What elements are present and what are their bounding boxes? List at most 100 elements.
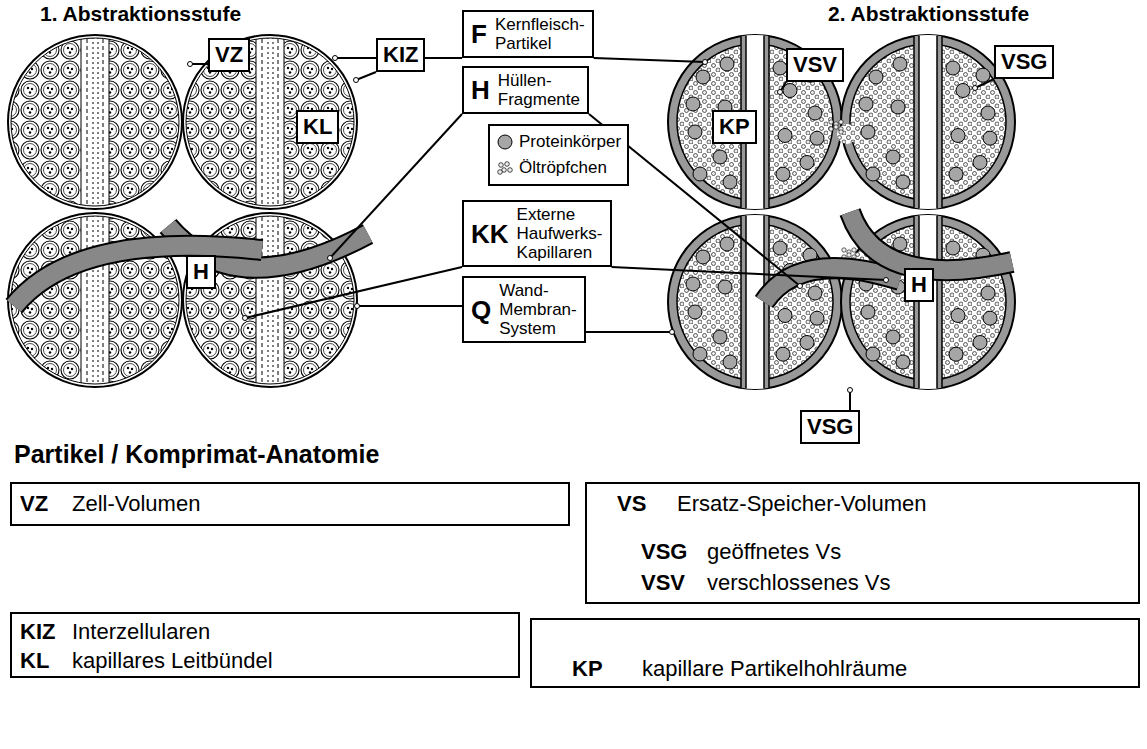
bundle-line — [81, 32, 82, 212]
symbol-box: KIZ — [376, 38, 425, 72]
symbol-box: VSG — [994, 45, 1054, 79]
stage-heading: 2. Abstraktionsstufe — [828, 2, 1029, 26]
legend-row: Öltröpfchen — [496, 155, 621, 181]
callout-letter: Q — [471, 295, 491, 325]
opened-wall — [837, 124, 857, 144]
symbol-definition: kapillares Leitbündel — [72, 648, 273, 674]
protein-body — [718, 280, 732, 294]
symbol-code: VSV — [641, 570, 685, 596]
protein-body — [896, 175, 910, 189]
callout-box: KK Externe Haufwerks- Kapillaren — [462, 200, 612, 267]
protein-body — [808, 106, 822, 120]
symbol-definition: Interzellularen — [72, 619, 210, 645]
protein-body — [778, 309, 792, 323]
callout-box: QWand- Membran- System — [462, 276, 586, 343]
symbol-box: H — [904, 268, 934, 302]
leader-dot — [243, 316, 248, 321]
leader-dot — [333, 56, 338, 61]
callout-box: HHüllen- Fragmente — [462, 66, 589, 114]
leader-line — [357, 305, 462, 307]
protein-body — [973, 156, 987, 170]
protein-body — [686, 277, 700, 291]
legend-text: Öltröpfchen — [519, 158, 607, 178]
bundle-line — [268, 210, 269, 390]
protein-body — [946, 61, 960, 75]
protein-body — [810, 311, 824, 325]
callout-letter: H — [471, 75, 490, 105]
legend-row: Proteinkörper — [496, 129, 621, 155]
protein-body — [688, 305, 702, 319]
symbol-label: H — [911, 272, 927, 297]
definition-box: KPkapillare Partikelhohlräume — [530, 618, 1140, 688]
bundle-line — [87, 32, 88, 212]
bundle-line — [103, 32, 104, 212]
protein-body — [773, 241, 787, 255]
protein-body — [861, 305, 875, 319]
bundle-line — [284, 210, 285, 390]
protein-body — [981, 106, 995, 120]
protein-body — [956, 84, 970, 98]
leader-dot — [798, 284, 803, 289]
particle-cavity-wall — [914, 212, 942, 392]
spilled-oil — [839, 130, 843, 134]
symbol-label: KIZ — [383, 42, 418, 67]
protein-body — [951, 309, 965, 323]
particle-cavity — [919, 32, 937, 212]
bundle-line — [268, 32, 269, 212]
bundle-line — [273, 32, 274, 212]
symbol-box: VSG — [800, 410, 860, 444]
legend-text: Proteinkörper — [519, 132, 621, 152]
bundle-line — [109, 32, 110, 212]
legend-droplet — [498, 170, 503, 175]
symbol-code: VZ — [20, 491, 48, 517]
legend-sample — [496, 159, 514, 177]
cell-tissue — [180, 32, 360, 212]
callout-text: Kernfleisch- Partikel — [495, 15, 585, 53]
protein-body — [886, 330, 900, 344]
symbol-label: KP — [719, 114, 750, 139]
leader-dot — [884, 278, 889, 283]
symbol-code: VSG — [641, 539, 687, 565]
leader-line — [245, 267, 462, 318]
protein-body — [693, 347, 707, 361]
bundle-line — [103, 210, 104, 390]
protein-body — [720, 237, 734, 251]
vascular-bundle — [81, 32, 109, 212]
leader-dot — [355, 304, 360, 309]
protein-body — [800, 156, 814, 170]
spilled-oil — [834, 125, 838, 129]
protein-body — [686, 97, 700, 111]
bundle-line — [109, 210, 110, 390]
particle-cavity — [919, 212, 937, 392]
legend-droplet — [505, 162, 510, 167]
protein-body — [973, 336, 987, 350]
spilled-oil — [839, 120, 843, 124]
definition-box: VSErsatz-Speicher-VolumenVSGgeöffnetes V… — [585, 482, 1140, 604]
bundle-line — [87, 210, 88, 390]
symbol-box: KP — [712, 110, 757, 144]
leader-line — [594, 58, 705, 62]
symbol-box: VZ — [208, 38, 250, 72]
callout-letter: KK — [471, 219, 509, 249]
spilled-oil — [829, 120, 833, 124]
leader-line — [330, 114, 462, 258]
protein-body — [949, 347, 963, 361]
protein-body — [696, 70, 710, 84]
protein-body — [723, 175, 737, 189]
spilled-oil — [847, 253, 851, 257]
symbol-box: VSV — [786, 48, 844, 82]
callout-text: Externe Haufwerks- Kapillaren — [517, 205, 603, 262]
protein-body — [866, 347, 880, 361]
leader-dot — [188, 62, 193, 67]
legend-droplet — [499, 163, 504, 168]
protein-body — [773, 61, 787, 75]
vascular-bundle — [256, 32, 284, 212]
leader-line — [975, 79, 994, 88]
protein-body — [688, 125, 702, 139]
bundle-line — [93, 32, 94, 212]
leader-dot — [973, 86, 978, 91]
protein-body — [776, 167, 790, 181]
particle-wall — [11, 38, 179, 206]
symbol-definition: kapillare Partikelhohlräume — [642, 656, 907, 682]
